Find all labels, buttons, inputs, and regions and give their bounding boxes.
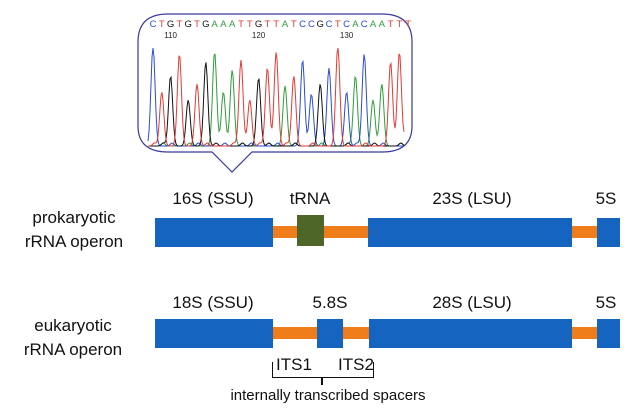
position-tick-label: 130 bbox=[340, 31, 354, 40]
base-letter: A bbox=[229, 19, 236, 30]
label-5s-eukaryotic: 5S bbox=[595, 293, 617, 312]
prokaryotic-row-label: prokaryotic rRNA operon bbox=[8, 206, 140, 254]
base-letter: T bbox=[176, 19, 182, 30]
base-letter: A bbox=[370, 19, 377, 30]
label-28s: 28S (LSU) bbox=[432, 293, 512, 312]
callout-outline bbox=[137, 13, 413, 173]
base-letter: G bbox=[255, 19, 262, 30]
base-letter: T bbox=[388, 19, 394, 30]
eukaryotic-row-label: eukaryotic rRNA operon bbox=[6, 314, 140, 362]
position-tick-label: 110 bbox=[164, 31, 177, 40]
base-letter: G bbox=[317, 19, 324, 30]
gene-block-5-8s bbox=[317, 319, 343, 348]
spacer-its1 bbox=[272, 327, 318, 339]
spacer-bracket bbox=[272, 362, 374, 378]
trace-T bbox=[148, 47, 405, 147]
eukaryotic-label-line2: rRNA operon bbox=[23, 340, 123, 359]
spacer-prok-1 bbox=[272, 226, 298, 238]
label-5-8s: 5.8S bbox=[312, 293, 348, 312]
base-letter: C bbox=[299, 19, 306, 30]
base-letter: C bbox=[150, 19, 157, 30]
position-tick-label: 120 bbox=[252, 31, 266, 40]
bracket-stem bbox=[321, 377, 323, 385]
gene-block-18s bbox=[155, 319, 273, 348]
prokaryotic-label-line2: rRNA operon bbox=[24, 232, 124, 251]
base-letter: A bbox=[352, 19, 359, 30]
base-letter: C bbox=[361, 19, 368, 30]
gene-block-28s bbox=[369, 319, 572, 348]
label-its2: ITS2 bbox=[338, 355, 374, 374]
base-letter: C bbox=[308, 19, 315, 30]
base-letter: T bbox=[405, 19, 411, 30]
base-letter: T bbox=[159, 19, 165, 30]
gene-block-5s-eukaryotic bbox=[597, 319, 620, 348]
base-letter: T bbox=[291, 19, 297, 30]
gene-block-5s-prokaryotic bbox=[597, 218, 620, 247]
spacers-caption: internally transcribed spacers bbox=[230, 387, 426, 404]
base-letter: T bbox=[264, 19, 270, 30]
base-letter: T bbox=[396, 19, 402, 30]
prokaryotic-label-line1: prokaryotic bbox=[32, 208, 116, 227]
base-letter: A bbox=[379, 19, 386, 30]
spacer-its2 bbox=[342, 327, 370, 339]
label-its1: ITS1 bbox=[276, 355, 312, 374]
gene-block-16s bbox=[155, 218, 273, 247]
base-letter: A bbox=[211, 19, 218, 30]
base-letter: T bbox=[238, 19, 244, 30]
base-letter: C bbox=[343, 19, 350, 30]
base-letter: A bbox=[220, 19, 227, 30]
base-letter: T bbox=[273, 19, 279, 30]
base-letter: C bbox=[326, 19, 333, 30]
base-letter: A bbox=[282, 19, 289, 30]
spacer-prok-3 bbox=[572, 226, 598, 238]
label-23s: 23S (LSU) bbox=[432, 189, 512, 208]
chromatogram-traces bbox=[147, 47, 405, 147]
label-16s: 16S (SSU) bbox=[172, 189, 254, 208]
label-5s-prokaryotic: 5S bbox=[595, 189, 617, 208]
base-letter: T bbox=[335, 19, 341, 30]
position-labels: 110 120 130 bbox=[164, 31, 354, 40]
spacer-euk-3 bbox=[572, 327, 598, 339]
base-letter: G bbox=[202, 19, 209, 30]
gene-block-23s bbox=[368, 218, 572, 247]
spacer-prok-2 bbox=[323, 226, 369, 238]
label-18s: 18S (SSU) bbox=[172, 293, 254, 312]
base-letter: G bbox=[167, 19, 174, 30]
base-letter: G bbox=[185, 19, 192, 30]
base-letter: T bbox=[194, 19, 200, 30]
base-letter: T bbox=[247, 19, 253, 30]
trace-C bbox=[147, 47, 404, 147]
label-trna: tRNA bbox=[289, 189, 331, 208]
gene-block-trna bbox=[297, 215, 324, 246]
eukaryotic-label-line1: eukaryotic bbox=[34, 316, 112, 335]
